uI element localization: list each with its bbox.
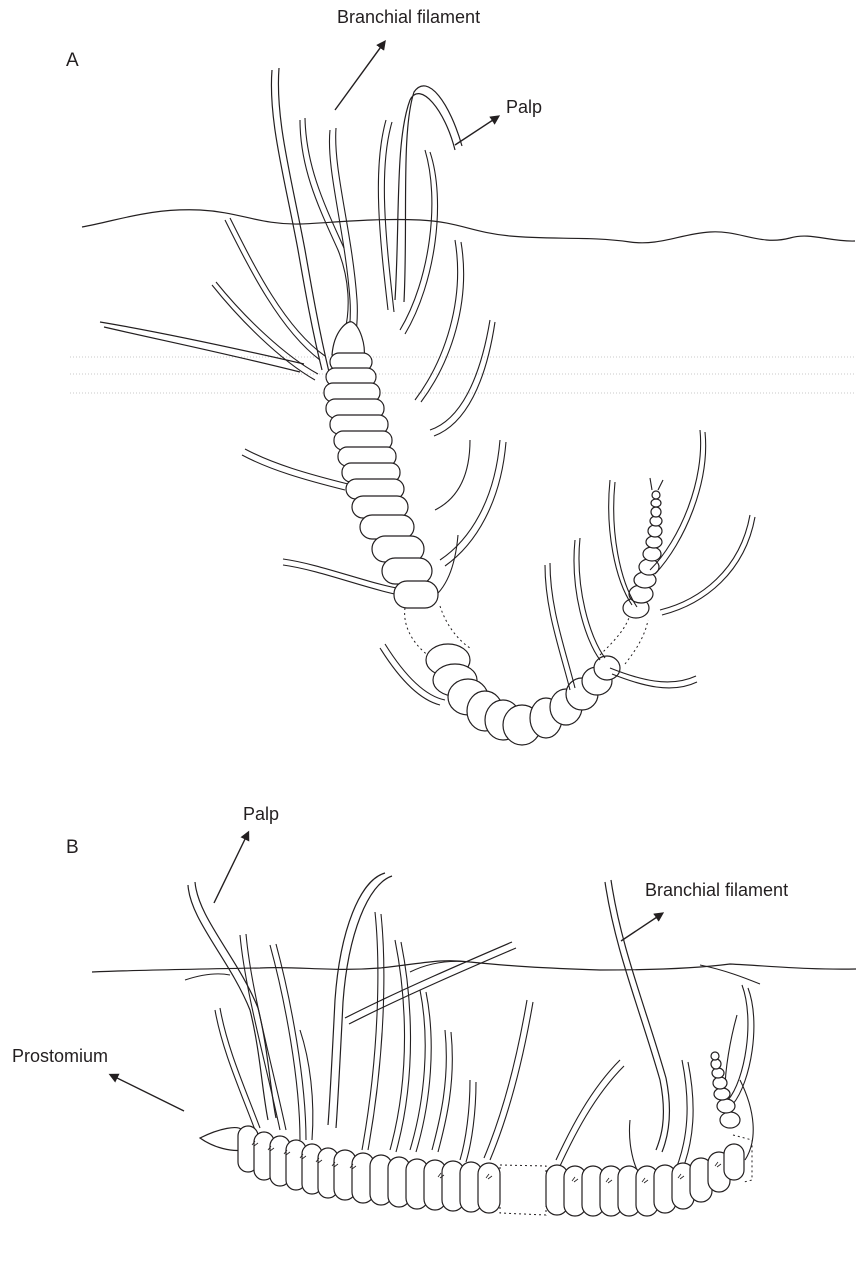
panel-a-letter: A bbox=[66, 51, 79, 70]
guide-lines bbox=[70, 357, 855, 393]
palp-arrow-b bbox=[214, 835, 247, 903]
panel-a bbox=[70, 44, 855, 745]
branchial-filament-arrow-b bbox=[621, 915, 660, 941]
palp-label-a: Palp bbox=[506, 98, 542, 116]
sediment-surface-a bbox=[82, 210, 855, 243]
branchial-filament-label-b: Branchial filament bbox=[645, 881, 788, 899]
worm-a-tail bbox=[426, 491, 662, 745]
palp-label-b: Palp bbox=[243, 805, 279, 823]
panel-b-letter: B bbox=[66, 838, 79, 857]
prostomium-label-b: Prostomium bbox=[12, 1047, 108, 1065]
palp-arrow-a bbox=[455, 118, 496, 145]
branchial-filament-arrow-a bbox=[335, 44, 383, 110]
branchial-filament-label-a: Branchial filament bbox=[337, 8, 480, 26]
worm-a-body bbox=[324, 322, 438, 608]
prostomium-arrow-b bbox=[113, 1076, 184, 1111]
